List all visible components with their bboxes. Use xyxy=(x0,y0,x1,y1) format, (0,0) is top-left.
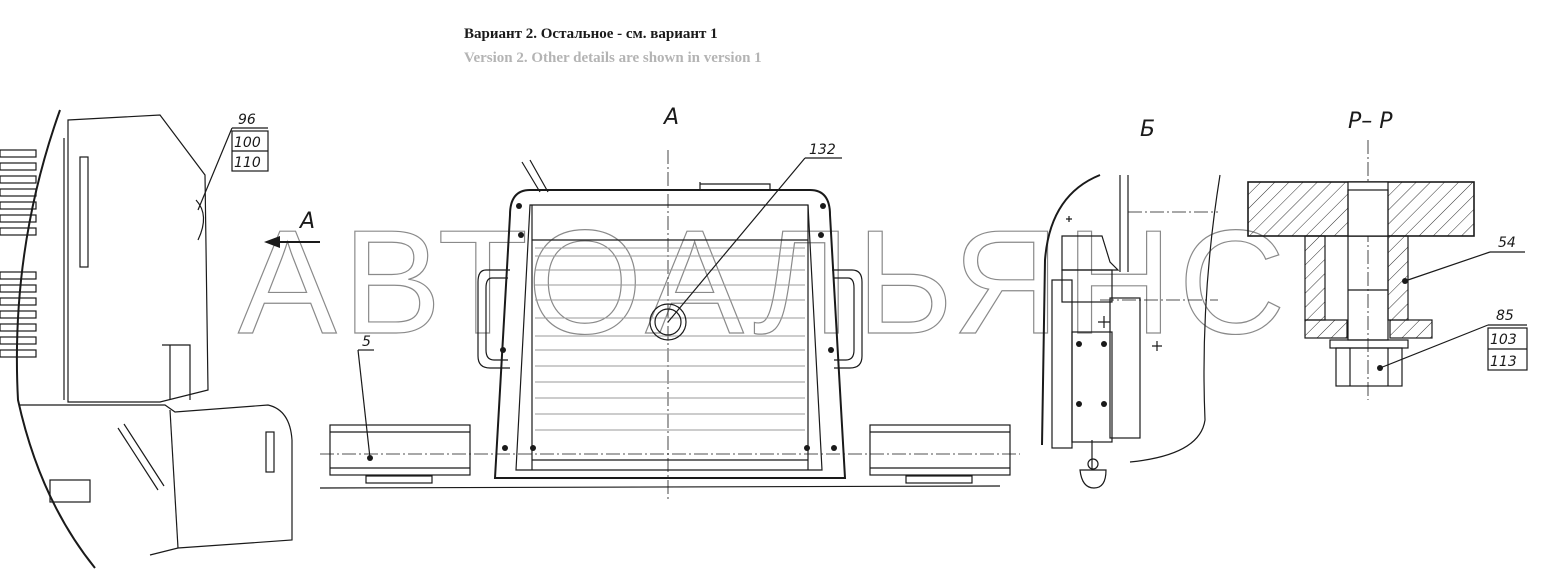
view-a-drawing xyxy=(319,150,1020,500)
callout-132-group: 132 xyxy=(667,142,842,323)
callout-85-group: 85 103 113 xyxy=(1379,308,1528,371)
view-b-drawing xyxy=(1041,174,1221,489)
callout-54: 54 xyxy=(1498,235,1516,251)
callout-5-group: 5 xyxy=(357,334,374,459)
callout-110: 110 xyxy=(234,155,261,171)
callout-100: 100 xyxy=(234,135,261,151)
section-pp-label: Р– Р xyxy=(1348,109,1393,134)
callout-132: 132 xyxy=(809,142,836,158)
view-a-label: А xyxy=(662,105,679,130)
left-detail-view xyxy=(0,109,293,569)
watermark-text: АВТОАЛЬЯНС xyxy=(238,200,1291,365)
callout-96-group: 96 100 110 xyxy=(197,112,269,211)
callout-113: 113 xyxy=(1490,354,1517,370)
callout-85: 85 xyxy=(1496,308,1514,324)
callout-5: 5 xyxy=(362,334,371,350)
section-pp-drawing xyxy=(1247,140,1475,400)
view-arrow-a: А xyxy=(264,209,320,248)
callout-103: 103 xyxy=(1490,332,1517,348)
callout-54-group: 54 xyxy=(1404,235,1525,282)
callout-96: 96 xyxy=(238,112,256,128)
view-b-label: Б xyxy=(1140,117,1155,142)
drawing-title-ru: Вариант 2. Остальное - см. вариант 1 xyxy=(464,26,718,42)
arrow-a-label: А xyxy=(298,209,315,234)
drawing-title-en: Version 2. Other details are shown in ve… xyxy=(464,50,762,66)
